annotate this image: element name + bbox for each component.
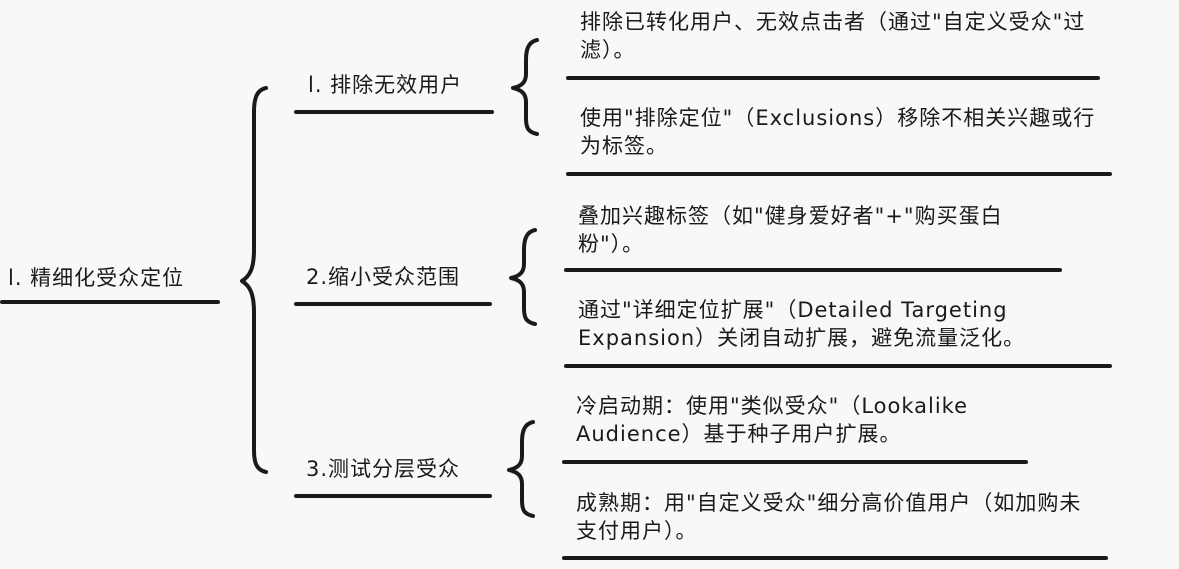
root-node-label: l. 精细化受众定位 [8,266,185,290]
branch-1-label: l. 排除无效用户 [308,73,463,97]
branch-3-leaf-1: 冷启动期：使用"类似受众"（Lookalike Audience）基于种子用户扩… [576,394,969,446]
branch-1-leaf-2-underline [566,172,1112,176]
branch-2-leaf-1-underline [564,268,1062,272]
branch-3-underline [294,494,492,498]
branch-3-leaf-2-underline [562,556,1108,560]
branch-3-brace [507,420,535,518]
branch-2-underline [294,302,492,306]
root-node-underline [0,300,220,304]
branch-3-leaf-2: 成熟期：用"自定义受众"细分高价值用户（如加购未支付用户）。 [576,491,1082,543]
root-brace [240,86,268,474]
branch-3-leaf-1-underline [562,460,1028,464]
branch-3-label: 3.测试分层受众 [306,457,461,481]
branch-2-leaf-1: 叠加兴趣标签（如"健身爱好者"+"购买蛋白粉"）。 [578,204,1003,256]
branch-2-brace [509,228,537,326]
branch-1-brace [511,38,539,136]
branch-1-leaf-1-underline [566,76,1100,80]
branch-2-label: 2.缩小受众范围 [306,265,461,289]
branch-1-leaf-2: 使用"排除定位"（Exclusions）移除不相关兴趣或行为标签。 [580,106,1096,158]
branch-1-leaf-1: 排除已转化用户、无效点击者（通过"自定义受众"过滤）。 [580,10,1086,62]
branch-2-leaf-2: 通过"详细定位扩展"（Detailed Targeting Expansion）… [578,298,1026,350]
branch-1-underline [294,110,494,114]
branch-2-leaf-2-underline [564,364,1112,368]
